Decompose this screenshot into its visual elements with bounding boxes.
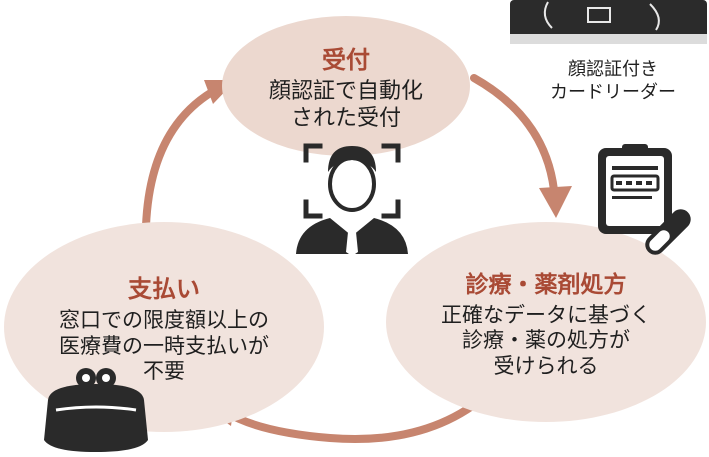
payment-line: 窓口での限度額以上の: [59, 308, 269, 333]
treatment-description: 正確なデータに基づく 診療・薬の処方が 受けられる: [441, 303, 651, 380]
payment-description: 窓口での限度額以上の 医療費の一時支払いが 不要: [59, 308, 269, 385]
reception-line: 顔認証で自動化: [268, 78, 423, 104]
treatment-line: 受けられる: [493, 353, 599, 378]
device-caption-line: 顔認証付き: [568, 59, 658, 80]
treatment-line: 正確なデータに基づく: [441, 302, 651, 327]
arrowhead-treatment: [539, 186, 572, 218]
payment-title: 支払い: [128, 275, 200, 304]
treatment-ellipse: 診療・薬剤処方 正確なデータに基づく 診療・薬の処方が 受けられる: [386, 222, 706, 422]
reception-description: 顔認証で自動化 された受付: [269, 79, 423, 133]
arrow-payment-to-reception: [142, 88, 216, 230]
device-caption: 顔認証付き カードリーダー: [528, 58, 698, 104]
treatment-title: 診療・薬剤処方: [465, 271, 627, 298]
reception-line: された受付: [290, 105, 401, 131]
reception-title: 受付: [322, 45, 370, 74]
treatment-line: 診療・薬の処方が: [462, 328, 630, 353]
reception-ellipse: 受付 顔認証で自動化 された受付: [222, 16, 470, 156]
arrow-reception-to-treatment: [470, 74, 558, 194]
arrow-treatment-to-payment: [222, 388, 494, 444]
device-caption-line: カードリーダー: [550, 82, 676, 104]
payment-line: 医療費の一時支払いが: [59, 333, 269, 358]
payment-line: 不要: [143, 359, 185, 384]
card-reader-device-icon: [510, 0, 707, 44]
